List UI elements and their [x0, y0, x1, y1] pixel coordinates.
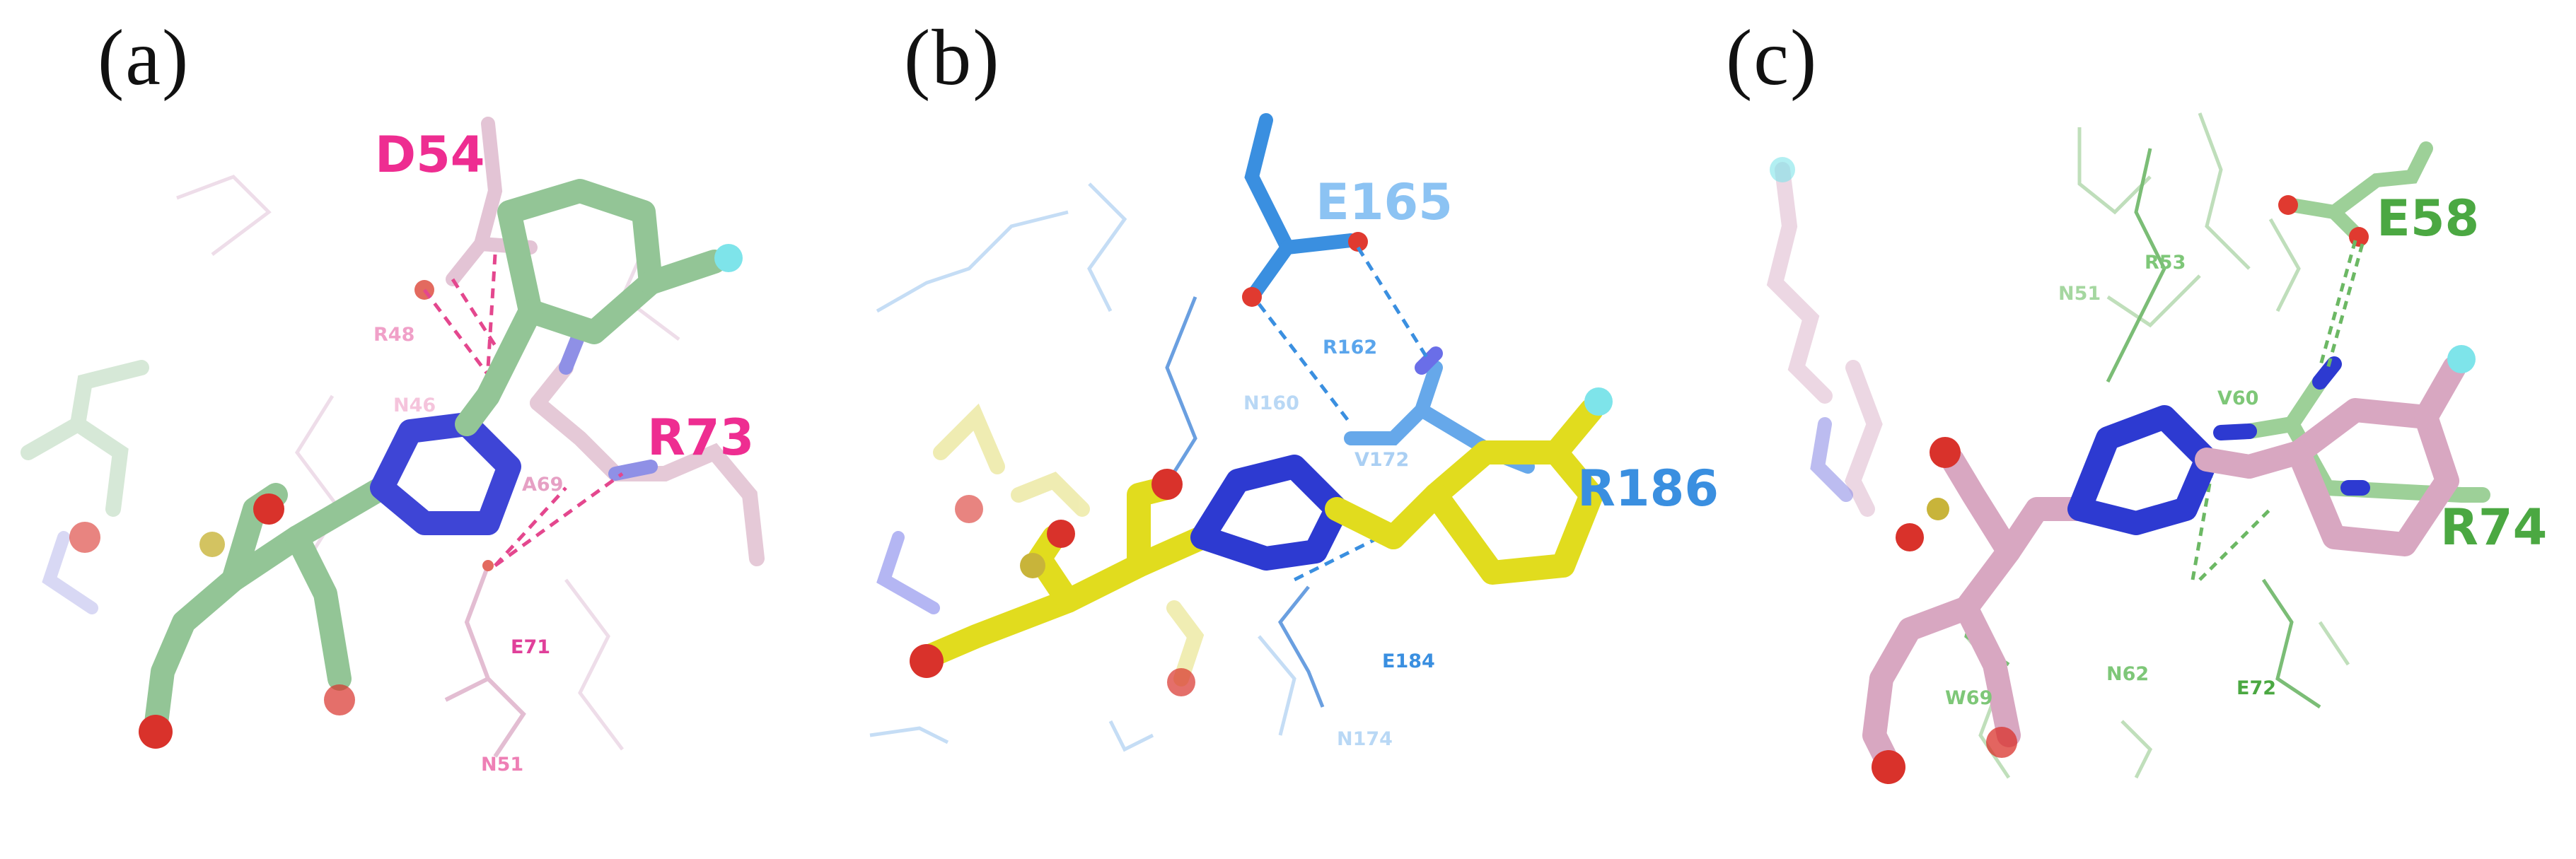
panel-b: (b) E165 R186 R162 N160 V172 E184 N174	[856, 0, 1719, 859]
panel-label-a: (a)	[98, 14, 190, 102]
residue-label-v60: V60	[2217, 387, 2259, 409]
panel-c: (c) E58 R74 R53 N51 V60 N62 E72 W69	[1712, 0, 2576, 859]
residue-label-n51: N51	[481, 754, 524, 776]
residue-label-d54: D54	[375, 126, 485, 184]
residue-label-e71: E71	[511, 636, 551, 658]
residue-label-e165: E165	[1316, 173, 1453, 231]
residue-label-r53: R53	[2145, 252, 2186, 274]
panel-b-structure	[869, 113, 1613, 752]
panel-a: (a) D54 R73 R48 N46 A69 E71 N51	[0, 0, 856, 859]
residue-label-n160: N160	[1243, 392, 1299, 414]
residue-label-r186: R186	[1577, 460, 1719, 518]
residue-label-n46: N46	[393, 395, 436, 416]
panel-c-structure	[1766, 112, 2490, 784]
residue-label-r74: R74	[2440, 498, 2548, 556]
residue-label-n174: N174	[1337, 728, 1393, 750]
residue-label-w69: W69	[1945, 687, 1993, 709]
panel-label-c: (c)	[1726, 14, 1818, 102]
residue-label-n51: N51	[2058, 283, 2101, 305]
residue-label-r73: R73	[647, 409, 755, 467]
residue-label-e184: E184	[1382, 650, 1435, 672]
residue-label-e72: E72	[2236, 677, 2277, 699]
residue-label-n62: N62	[2106, 663, 2149, 685]
residue-label-a69: A69	[522, 474, 564, 496]
panel-a-structure	[21, 117, 765, 758]
residue-label-r48: R48	[373, 324, 415, 346]
residue-label-v172: V172	[1354, 449, 1410, 471]
residue-label-e58: E58	[2377, 189, 2480, 247]
panel-label-b: (b)	[904, 14, 1001, 102]
residue-label-r162: R162	[1323, 337, 1378, 358]
